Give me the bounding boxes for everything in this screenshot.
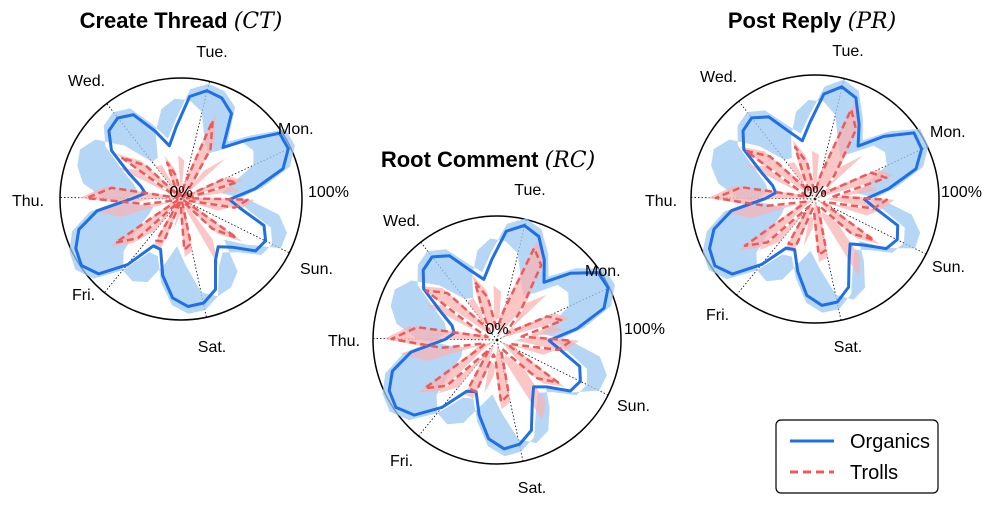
legend-box (775, 419, 939, 494)
legend-organics-label: Organics (850, 431, 930, 453)
organics-series-line (387, 223, 610, 451)
day-label-tue: Tue. (196, 44, 227, 61)
radial-label-max: 100% (624, 321, 665, 338)
panel-title-text: Root Comment (381, 147, 539, 172)
day-label-wed: Wed. (68, 73, 105, 90)
panel-create-thread: Create Thread (CT) 0% 100% Mon. Tue. Wed… (12, 8, 349, 356)
radial-label-min: 0% (485, 321, 508, 338)
day-label-tue: Tue. (514, 182, 545, 199)
day-label-mon: Mon. (278, 121, 314, 138)
day-label-thu: Thu. (12, 193, 44, 210)
legend: Organics Trolls (775, 419, 939, 494)
day-label-sun: Sun. (300, 261, 333, 278)
organics-series-line (74, 89, 290, 308)
day-spoke (180, 147, 291, 200)
radial-label-max: 100% (308, 184, 349, 201)
panel-root-comment: Root Comment (RC) 0% 100% Mon. Tue. Wed.… (328, 147, 665, 497)
polar-outer-circle (690, 74, 940, 324)
panel-title: Post Reply (PR) (728, 8, 896, 34)
day-spoke (180, 198, 207, 318)
panel-title-abbr: (RC) (545, 148, 596, 173)
day-spoke (180, 198, 290, 254)
radial-label-max: 100% (941, 184, 982, 201)
day-spoke (180, 81, 210, 200)
panel-title: Create Thread (CT) (80, 8, 283, 34)
polar-series (69, 83, 295, 314)
day-label-fri: Fri. (72, 287, 95, 304)
polar-series (382, 218, 615, 457)
panel-title-text: Post Reply (728, 8, 842, 33)
organics-confidence-band (702, 79, 929, 313)
day-label-thu: Thu. (645, 193, 677, 210)
panel-title-text: Create Thread (80, 8, 228, 33)
polar-outer-circle (372, 215, 622, 465)
day-spoke (104, 198, 182, 293)
day-label-fri: Fri. (390, 453, 413, 470)
day-label-sat: Sat. (834, 339, 862, 356)
legend-trolls-label: Trolls (850, 462, 898, 484)
day-label-wed: Wed. (383, 213, 420, 230)
panel-title-abbr: (PR) (848, 9, 897, 34)
polar-series (702, 79, 929, 313)
trolls-confidence-band (79, 113, 255, 267)
panel-title-abbr: (CT) (234, 9, 283, 34)
day-label-mon: Mon. (930, 124, 966, 141)
day-label-fri: Fri. (706, 307, 729, 324)
day-label-mon: Mon. (585, 263, 621, 280)
day-label-sun: Sun. (617, 398, 650, 415)
radial-label-min: 0% (169, 184, 192, 201)
radial-label-min: 0% (803, 184, 826, 201)
trolls-series-line (85, 119, 249, 251)
trolls-series-line (714, 108, 889, 256)
day-label-thu: Thu. (328, 333, 360, 350)
organics-series-line (708, 85, 924, 307)
trolls-confidence-band (384, 241, 579, 420)
panel-post-reply: Post Reply (PR) 0% 100% Mon. Tue. Wed. T… (645, 8, 982, 356)
day-label-sat: Sat. (518, 480, 546, 497)
panel-title: Root Comment (RC) (381, 147, 595, 173)
day-label-sun: Sun. (932, 259, 965, 276)
day-label-tue: Tue. (832, 43, 863, 60)
polar-outer-circle (59, 77, 303, 321)
day-label-wed: Wed. (700, 69, 737, 86)
day-label-sat: Sat. (198, 339, 226, 356)
